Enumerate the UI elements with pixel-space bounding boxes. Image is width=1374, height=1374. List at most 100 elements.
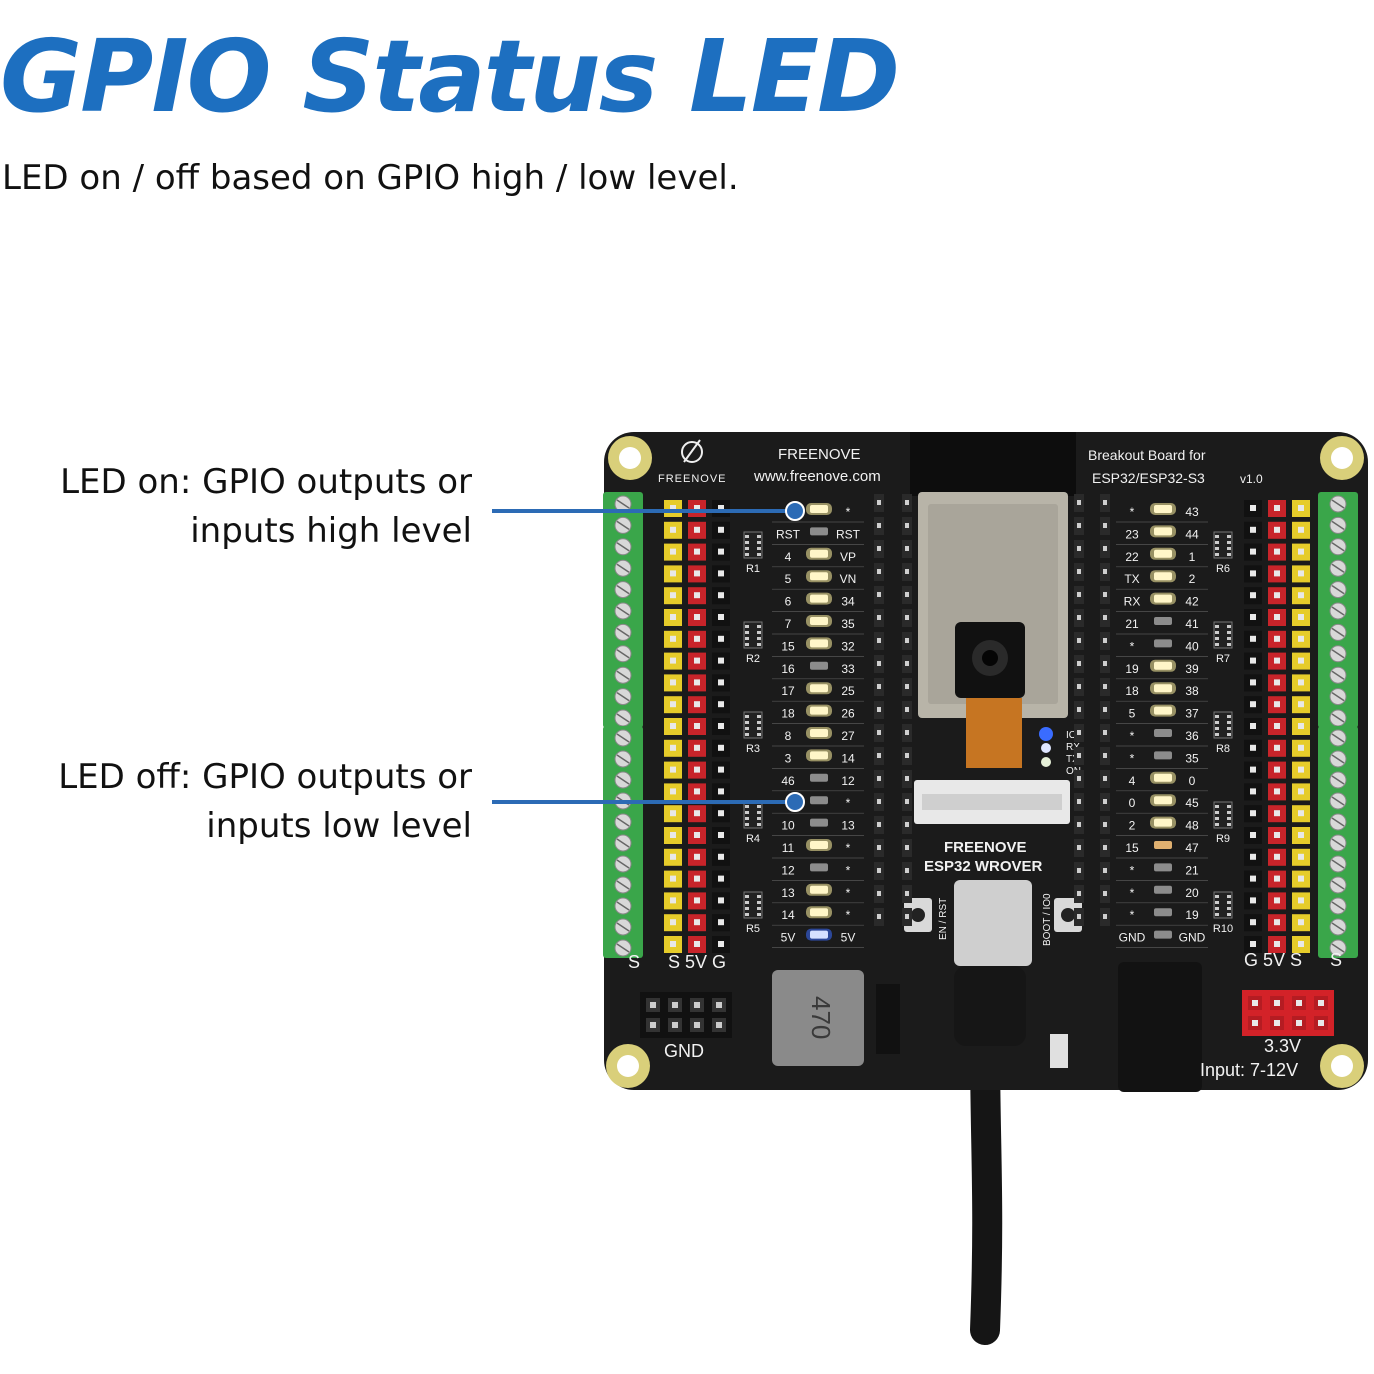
led-row-label-a: 12 — [781, 863, 795, 877]
led-row-label-b: * — [846, 908, 851, 922]
pin-tip — [1274, 570, 1280, 577]
led-row-label-a: 22 — [1125, 550, 1139, 564]
resistor-pad — [757, 535, 761, 538]
pin-tip — [694, 744, 700, 751]
led-row-label-a: 21 — [1125, 617, 1139, 631]
pin-tip — [1274, 1020, 1280, 1026]
status-led — [810, 617, 828, 625]
pin-tip — [905, 523, 909, 528]
resistor-label: R5 — [746, 923, 760, 935]
pin-tip — [716, 1002, 722, 1008]
led-row-label-b: 25 — [841, 684, 855, 698]
status-led — [1154, 885, 1172, 894]
resistor-pad — [1215, 535, 1219, 538]
screw-slot — [1331, 542, 1345, 552]
pin-tip — [1250, 614, 1256, 620]
pin-tip — [1077, 523, 1081, 528]
pin-tip — [670, 832, 676, 838]
pin-tip — [718, 635, 724, 642]
pin-tip — [1250, 701, 1256, 708]
brand-icon — [681, 439, 703, 463]
pin-tip — [1298, 832, 1304, 838]
led-row-label-b: 41 — [1185, 617, 1199, 631]
resistor-label: R7 — [1216, 653, 1230, 665]
pin-tip — [1298, 919, 1304, 926]
pin-tip — [877, 638, 881, 643]
pin-tip — [877, 592, 881, 597]
led-row-label-b: 35 — [841, 617, 855, 631]
screw-slot — [616, 670, 630, 680]
pin-tip — [1274, 723, 1280, 729]
pin-tip — [1103, 546, 1107, 551]
led-row-label-b: 35 — [1185, 751, 1199, 765]
led-row-label-b: * — [846, 886, 851, 900]
resistor-pad — [1227, 535, 1231, 538]
pin-tip — [1274, 548, 1280, 555]
pin-tip — [1296, 1020, 1302, 1026]
status-led — [1154, 908, 1172, 917]
pin-tip — [1298, 766, 1304, 773]
pin-tip — [877, 868, 881, 873]
pin-tip — [1252, 1000, 1258, 1006]
pin-tip — [650, 1002, 656, 1008]
resistor-pad — [1227, 625, 1231, 628]
boot-button-cap — [1061, 908, 1075, 922]
pin-tip — [670, 592, 676, 599]
resistor-pad — [1215, 913, 1219, 916]
led-row-label-a: TX — [1124, 572, 1139, 586]
pin-tip — [1250, 635, 1256, 642]
screw-slot — [1331, 584, 1345, 595]
led-row-label-a: 0 — [1129, 796, 1136, 810]
pin-tip — [670, 788, 676, 795]
resistor-pad — [745, 553, 749, 556]
pin-tip — [1077, 822, 1081, 827]
screw-slot — [616, 563, 630, 573]
resistor-pad — [745, 823, 749, 826]
resistor-label: R9 — [1216, 833, 1230, 845]
pin-tip — [718, 766, 724, 773]
resistor-label: R4 — [746, 833, 760, 845]
screw-slot — [616, 859, 630, 869]
resistor-pad — [1227, 715, 1231, 718]
resistor-pad — [745, 541, 749, 544]
resistor-array — [743, 621, 763, 649]
pin-tip — [718, 919, 724, 926]
status-led — [810, 908, 828, 917]
resistor-pad — [757, 901, 761, 904]
pin-tip — [1077, 776, 1081, 781]
pin-tip — [672, 1022, 678, 1028]
pin-tip — [877, 914, 881, 919]
resistor-pad — [757, 805, 761, 808]
resistor-pad — [1215, 901, 1219, 904]
led-row-label-a: 4 — [1129, 774, 1136, 788]
resistor-pad — [745, 907, 749, 910]
resistor-pad — [745, 721, 749, 724]
screw-slot — [1331, 733, 1345, 743]
status-led — [1154, 863, 1172, 872]
led-row-label-a: 6 — [785, 595, 792, 609]
led-row-label-a: * — [1130, 751, 1135, 765]
pointer-dot-on — [785, 501, 805, 521]
resistor-pad — [1227, 721, 1231, 724]
resistor-pad — [1227, 811, 1231, 814]
led-row-label-a: 5V — [781, 931, 796, 945]
led-row-label-b: VN — [840, 572, 857, 586]
led-row-label-b: 19 — [1185, 908, 1199, 922]
resistor-array — [1213, 531, 1233, 559]
pin-tip — [905, 684, 909, 689]
status-led — [1154, 751, 1172, 760]
pin-tip — [877, 730, 881, 735]
status-label: TX — [1066, 754, 1079, 765]
inductor — [772, 970, 864, 1066]
resistor-array — [1213, 801, 1233, 829]
boot-label: BOOT / IO0 — [1042, 893, 1053, 946]
pin-tip — [1274, 941, 1280, 947]
product-line1: Breakout Board for — [1088, 447, 1206, 463]
pin-tip — [877, 707, 881, 712]
status-led — [810, 863, 828, 872]
screw-slot — [1331, 922, 1345, 932]
pin-tip — [905, 845, 909, 850]
led-row-label-a: 2 — [1129, 819, 1136, 833]
pin-tip — [1103, 661, 1107, 666]
product-line2: ESP32/ESP32-S3 — [1092, 470, 1205, 486]
